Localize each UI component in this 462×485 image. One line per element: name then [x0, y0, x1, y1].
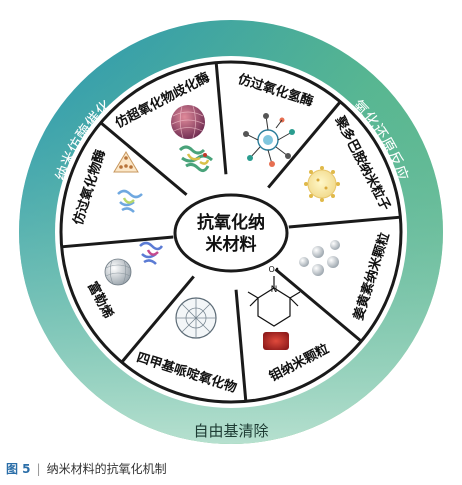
- tempo-radical-label: O•: [268, 265, 279, 274]
- center-title-line1: 抗氧化纳: [197, 212, 265, 233]
- tempo-particle-illustration: [263, 332, 289, 350]
- figure-caption: 图 5 | 纳米材料的抗氧化机制: [6, 460, 167, 477]
- curcumin-particle-illustration: [304, 166, 340, 202]
- center-hub: 抗氧化纳 米材料: [173, 193, 289, 273]
- center-title-line2: 米材料: [206, 234, 257, 255]
- segment-divider: [274, 268, 363, 343]
- sod-protein-illustration: [117, 189, 143, 213]
- catalase-sphere-illustration: [171, 105, 205, 139]
- sod-triangle-illustration: [113, 151, 139, 173]
- tempo-nitrogen-label: N: [271, 285, 278, 295]
- peroxidase-sphere-illustration: [104, 258, 132, 286]
- figure-caption-text: 纳米材料的抗氧化机制: [46, 462, 167, 476]
- illustrations: N O•: [104, 105, 340, 350]
- molybdenum-particles-illustration: [299, 240, 340, 276]
- segment-divider: [61, 235, 174, 249]
- segment-divider: [214, 62, 228, 175]
- segment-divider: [234, 289, 248, 402]
- antioxidant-mechanism-diagram: 纳米仿酶催化 氧化还原反应 自由基清除 仿过氧化氢酶聚多巴胺纳米粒子姜黄素纳米颗…: [19, 20, 443, 444]
- segment-divider: [120, 275, 195, 364]
- figure-number: 图 5: [6, 462, 31, 476]
- polydopamine-network-illustration: [243, 113, 295, 167]
- peroxidase-protein-illustration: [139, 241, 164, 265]
- tempo-structure-illustration: [247, 276, 301, 327]
- catalase-protein-illustration: [178, 145, 213, 173]
- caption-separator: |: [36, 462, 41, 476]
- ring-label-bottom: 自由基清除: [193, 422, 268, 440]
- segment-divider: [99, 121, 188, 196]
- center-ellipse: [173, 193, 289, 273]
- segment-divider: [267, 100, 342, 189]
- fullerene-illustration: [175, 297, 217, 339]
- segment-divider: [288, 215, 401, 229]
